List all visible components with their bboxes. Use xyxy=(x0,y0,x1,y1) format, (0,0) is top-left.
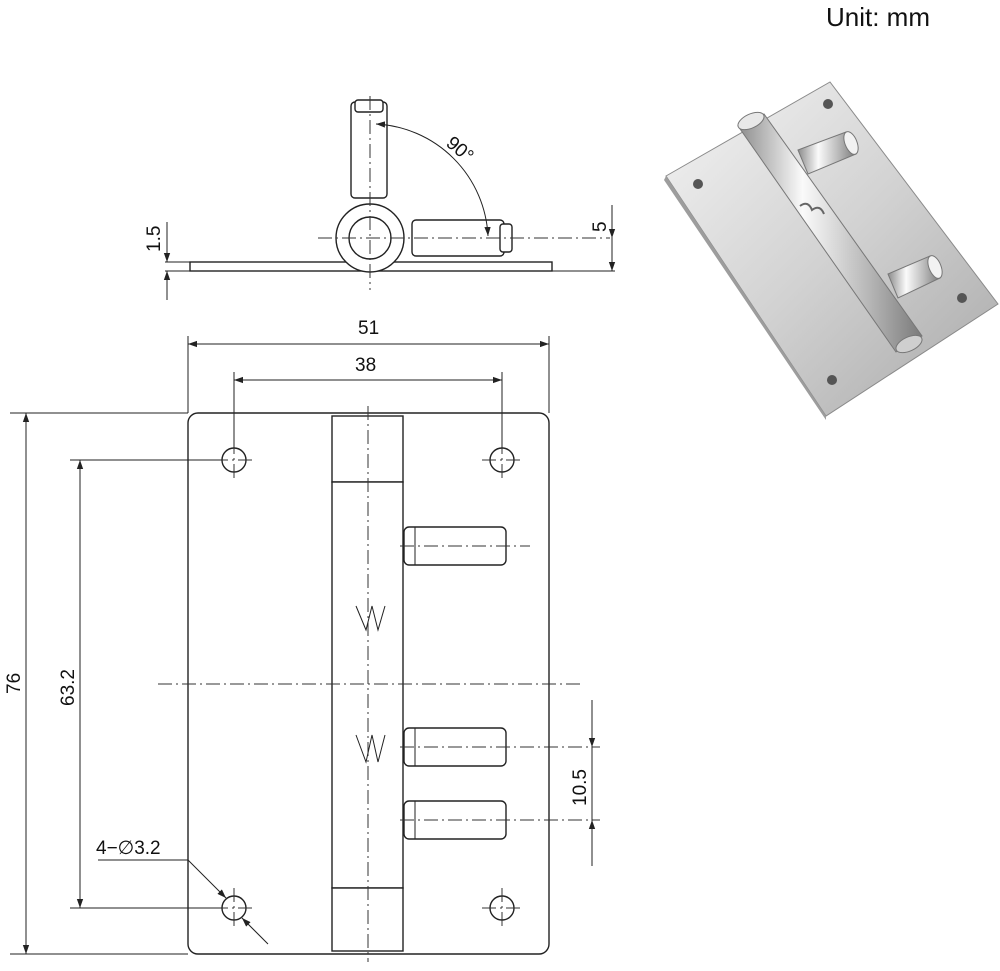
dim-hole-spacing-x: 38 xyxy=(355,355,376,376)
spring-coil-lower xyxy=(355,734,386,764)
side-view: 90° 1.5 5 xyxy=(144,96,616,300)
dim-hole-spacing-y: 63.2 xyxy=(58,669,79,706)
angle-label: 90° xyxy=(442,133,478,168)
side-vertical-pin-tip xyxy=(354,99,384,113)
photo-pin-upper xyxy=(797,131,859,175)
photo-hole-1 xyxy=(693,179,703,189)
photo-hole-2 xyxy=(823,99,833,109)
dim-pin-spacing: 10.5 xyxy=(570,769,591,806)
photo-spring xyxy=(799,202,825,215)
dim-height: 76 xyxy=(4,673,25,694)
hinge-photo xyxy=(664,81,999,420)
spring-coil-upper xyxy=(355,605,386,632)
photo-pin-lower xyxy=(887,255,943,299)
unit-label: Unit: mm xyxy=(826,2,930,32)
front-view: 51 38 76 63.2 10.5 4−∅3.2 xyxy=(4,318,600,962)
dim-pin-offset: 5 xyxy=(590,221,611,232)
hole-callout: 4−∅3.2 xyxy=(96,838,161,859)
angle-arc xyxy=(375,121,491,237)
side-vertical-pin xyxy=(350,101,388,199)
dim-width: 51 xyxy=(358,318,379,339)
photo-hole-4 xyxy=(827,375,837,385)
photo-hole-3 xyxy=(957,293,967,303)
dim-plate-thickness: 1.5 xyxy=(144,226,165,252)
